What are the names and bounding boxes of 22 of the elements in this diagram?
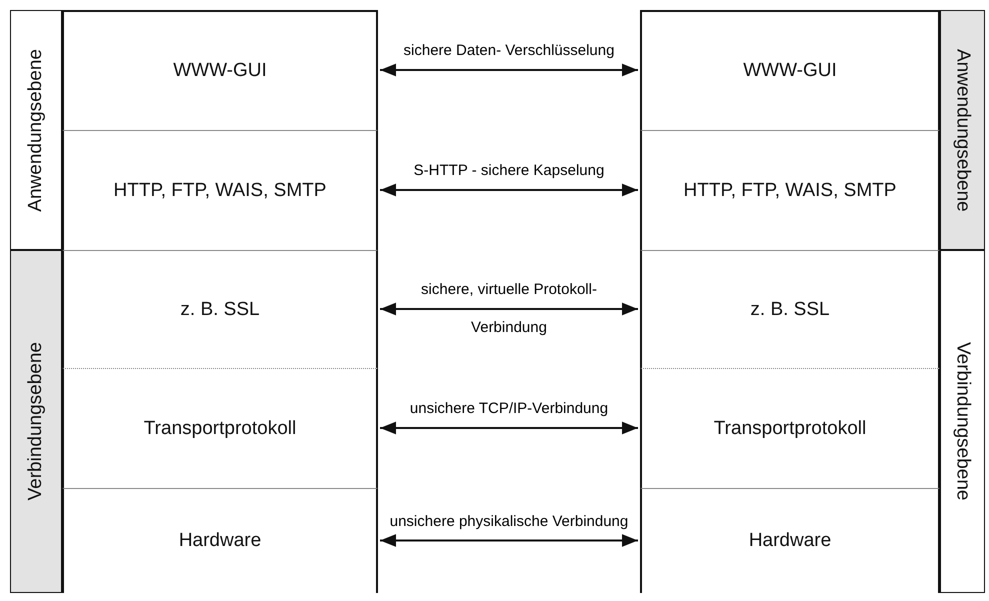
protocol-layer-box: HTTP, FTP, WAIS, SMTP xyxy=(62,130,378,250)
double-arrow xyxy=(380,64,638,76)
double-arrow xyxy=(380,422,638,434)
double-arrow xyxy=(380,184,638,196)
protocol-layer-box: Hardware xyxy=(62,488,378,593)
protocol-layer-box: Transportprotokoll xyxy=(62,368,378,488)
layer-band: Anwendungsebene xyxy=(10,10,62,250)
double-arrow xyxy=(380,534,638,547)
edge-label: unsichere physikalische Verbindung xyxy=(388,512,630,532)
protocol-layer-box: z. B. SSL xyxy=(62,250,378,368)
edge-label: sichere, virtuelle Protokoll-Verbindung xyxy=(420,280,598,338)
edge-label: sichere Daten- Verschlüsselung xyxy=(402,41,616,61)
layer-band: Verbindungsebene xyxy=(10,250,62,593)
double-arrow xyxy=(380,302,638,316)
layer-band: Verbindungsebene xyxy=(940,250,985,593)
protocol-layer-box: Hardware xyxy=(640,488,940,593)
protocol-layer-box: Transportprotokoll xyxy=(640,368,940,488)
protocol-layer-box: WWW-GUI xyxy=(62,10,378,130)
edge-label: S-HTTP - sichere Kapselung xyxy=(412,161,606,181)
protocol-layer-box: HTTP, FTP, WAIS, SMTP xyxy=(640,130,940,250)
edge-label: unsichere TCP/IP-Verbindung xyxy=(408,399,610,419)
layer-band: Anwendungsebene xyxy=(940,10,985,250)
